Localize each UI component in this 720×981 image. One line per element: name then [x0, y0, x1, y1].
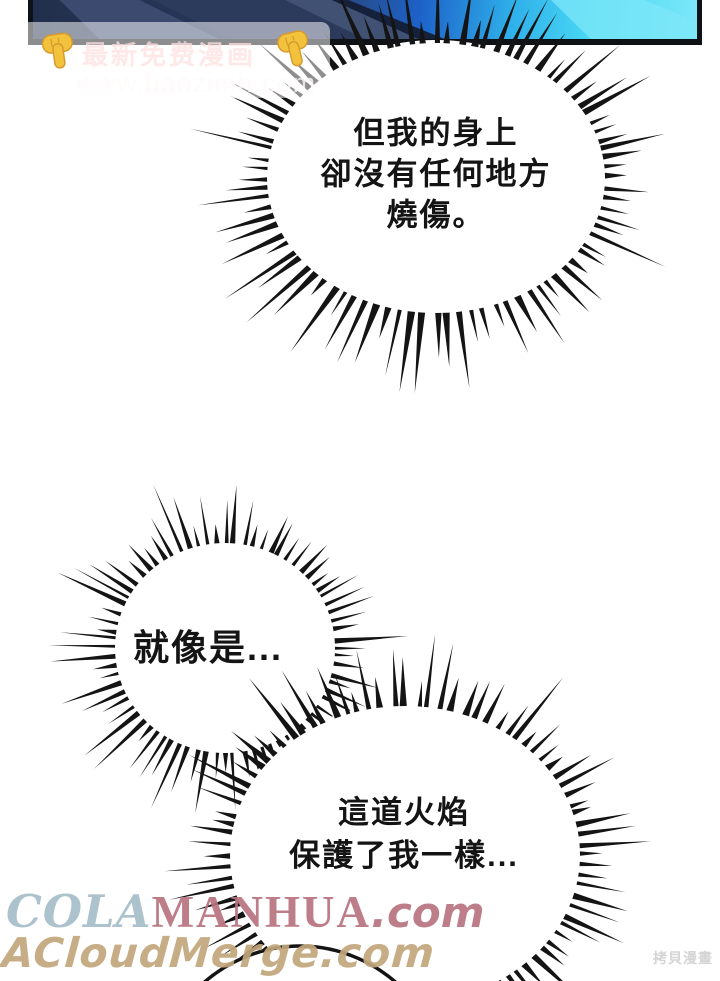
speech-text-1: 但我的身上 卻沒有任何地方 燒傷。 — [321, 113, 552, 236]
pointing-down-icon — [277, 30, 308, 67]
pointing-down-icon — [41, 32, 73, 69]
speech-text-2: 就像是... — [133, 619, 283, 671]
speech-line: 保護了我一樣... — [289, 838, 519, 873]
speech-line: 就像是... — [132, 627, 284, 668]
speech-text-3: 這道火焰 保護了我一樣... — [289, 791, 519, 877]
burst-bubble-3 — [164, 634, 651, 981]
corner-watermark: 拷貝漫畫 — [653, 950, 713, 966]
smooth-bubble-partial — [202, 944, 398, 981]
site-watermark-url: www.baozimh.com — [76, 68, 317, 98]
burst-bubble-2 — [48, 484, 408, 814]
speech-line: 但我的身上 — [353, 115, 519, 151]
speech-line: 卻沒有任何地方 — [320, 156, 552, 192]
site-watermark-box: 最新免费漫画 www.baozimh.com — [20, 22, 330, 98]
burst-bubble-1 — [190, 0, 666, 394]
speech-line: 這道火焰 — [338, 795, 470, 830]
speech-line: 燒傷。 — [386, 197, 486, 233]
site-watermark-label: 最新免费漫画 — [82, 40, 257, 70]
